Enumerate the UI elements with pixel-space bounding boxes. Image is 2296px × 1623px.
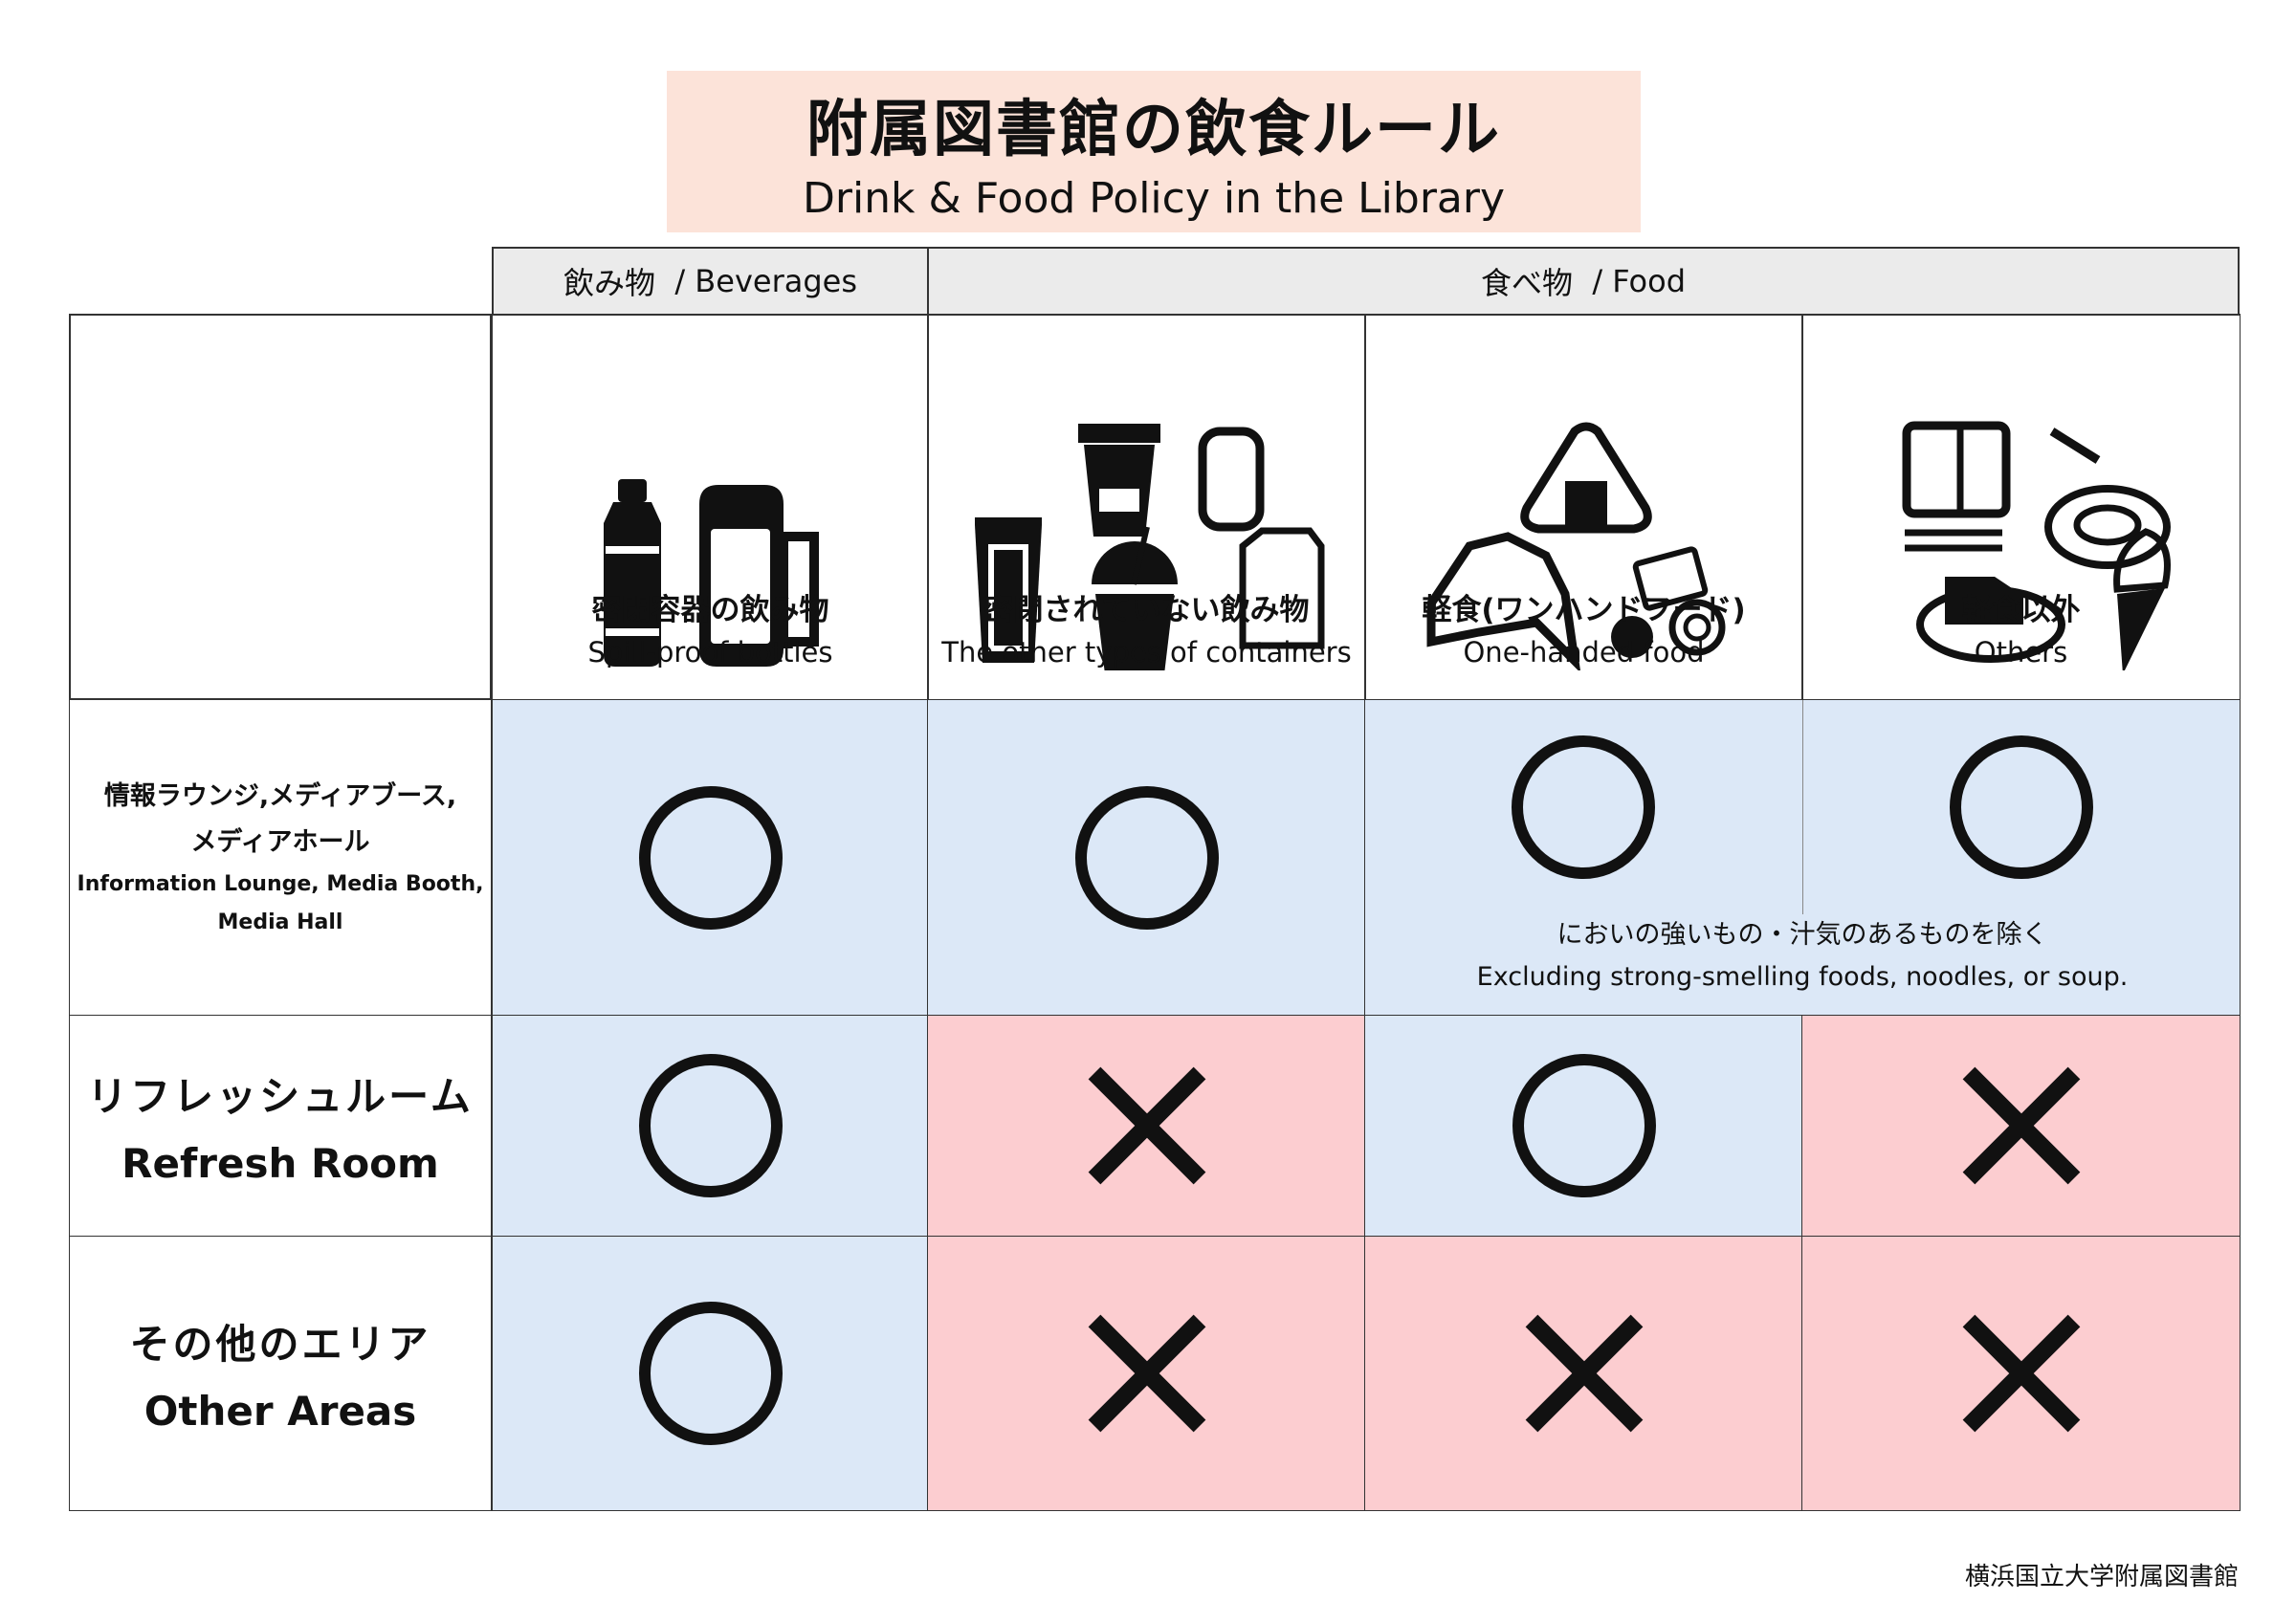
group-header-food: 食べ物 / Food bbox=[927, 247, 2240, 316]
title-en: Drink & Food Policy in the Library bbox=[802, 174, 1506, 223]
allowed-circle-icon bbox=[1949, 735, 2093, 879]
category-label-2: 軽食(ワンハンドフード) One-handed food bbox=[1364, 585, 1803, 669]
title-ja: 附属図書館の飲食ルール bbox=[806, 95, 1501, 165]
group-ja: 食べ物 bbox=[1480, 265, 1573, 301]
category-en: One-handed food bbox=[1463, 636, 1705, 669]
allowed-circle-icon bbox=[638, 1054, 783, 1197]
title-box: 附属図書館の飲食ルール Drink & Food Policy in the L… bbox=[667, 71, 1641, 232]
category-ja: 軽食(ワンハンドフード) bbox=[1422, 593, 1746, 627]
row-ja: リフレッシュルーム bbox=[87, 1073, 474, 1120]
cell-other-bottles bbox=[492, 1236, 929, 1511]
cell-other-light-food bbox=[1364, 1236, 1803, 1511]
row-ja: その他のエリア bbox=[129, 1321, 431, 1368]
cell-other-other-food bbox=[1801, 1236, 2241, 1511]
group-en: Food bbox=[1612, 263, 1687, 299]
row-ja: 情報ラウンジ,メディアブース, bbox=[103, 780, 457, 811]
row-label-lounge: 情報ラウンジ,メディアブース, メディアホール Information Loun… bbox=[69, 699, 492, 1016]
onigiri-croissant-snacks-icon bbox=[1426, 422, 1725, 670]
allowed-circle-icon bbox=[1074, 785, 1219, 930]
category-ja: 軽食以外 bbox=[1961, 593, 2081, 627]
note-en: Excluding strong-smelling foods, noodles… bbox=[1476, 962, 2129, 992]
category-label-1: 密閉されていない飲み物 The other types of container… bbox=[927, 585, 1366, 669]
prohibited-cross-icon bbox=[1962, 1314, 2080, 1433]
row-label-refresh-room: リフレッシュルーム Refresh Room bbox=[69, 1015, 492, 1237]
category-spill-proof bbox=[492, 314, 929, 700]
group-sep: / bbox=[1592, 263, 1603, 299]
category-open-containers bbox=[927, 314, 1366, 700]
allowed-circle-icon bbox=[638, 785, 783, 930]
cell-lounge-food: においの強いもの・汁気のあるものを除く Excluding strong-sme… bbox=[1364, 699, 2241, 1016]
footer-institution: 横浜国立大学附属図書館 bbox=[1964, 1563, 2239, 1591]
prohibited-cross-icon bbox=[1088, 1066, 1205, 1185]
cell-lounge-bottles bbox=[492, 699, 929, 1016]
cell-lounge-light-food bbox=[1365, 700, 1803, 914]
category-en: Spill-proof bottles bbox=[587, 636, 833, 669]
cell-lounge-open bbox=[927, 699, 1366, 1016]
group-sep: / bbox=[674, 263, 686, 299]
cell-other-open bbox=[927, 1236, 1366, 1511]
category-en: Others bbox=[1974, 636, 2068, 669]
category-label-0: 密閉容器の飲み物 Spill-proof bottles bbox=[492, 585, 929, 669]
prohibited-cross-icon bbox=[1962, 1066, 2080, 1185]
category-one-handed-food bbox=[1364, 314, 1803, 700]
allowed-circle-icon bbox=[638, 1302, 783, 1445]
bento-noodles-cake-icecream-icon bbox=[1902, 421, 2171, 670]
group-header-beverages: 飲み物 / Beverages bbox=[492, 247, 929, 316]
group-en: Beverages bbox=[695, 263, 857, 299]
category-ja: 密閉されていない飲み物 bbox=[983, 593, 1310, 627]
cell-refresh-light-food bbox=[1364, 1015, 1803, 1237]
cell-refresh-other-food bbox=[1801, 1015, 2241, 1237]
category-en: The other types of containers bbox=[941, 636, 1352, 669]
cell-lounge-other-food bbox=[1803, 700, 2241, 914]
prohibited-cross-icon bbox=[1088, 1314, 1205, 1433]
cell-refresh-open bbox=[927, 1015, 1366, 1237]
category-label-3: 軽食以外 Others bbox=[1801, 585, 2241, 669]
cups-can-carton-icon bbox=[974, 424, 1324, 670]
cell-refresh-bottles bbox=[492, 1015, 929, 1237]
bottle-thermos-icon bbox=[603, 479, 819, 667]
category-ja: 密閉容器の飲み物 bbox=[591, 593, 829, 627]
corner-cell bbox=[69, 314, 492, 700]
row-en: Other Areas bbox=[144, 1388, 417, 1435]
group-ja: 飲み物 bbox=[563, 265, 655, 301]
allowed-circle-icon bbox=[1512, 1054, 1656, 1197]
row-en-2: Media Hall bbox=[217, 910, 343, 934]
row-en: Information Lounge, Media Booth, bbox=[77, 871, 484, 896]
food-note: においの強いもの・汁気のあるものを除く Excluding strong-sme… bbox=[1477, 914, 2129, 998]
allowed-circle-icon bbox=[1512, 735, 1656, 879]
prohibited-cross-icon bbox=[1525, 1314, 1643, 1433]
note-ja: においの強いもの・汁気のあるものを除く bbox=[1556, 920, 2048, 950]
row-en: Refresh Room bbox=[121, 1140, 439, 1187]
row-ja-2: メディアホール bbox=[190, 826, 370, 857]
row-label-other-areas: その他のエリア Other Areas bbox=[69, 1236, 492, 1511]
